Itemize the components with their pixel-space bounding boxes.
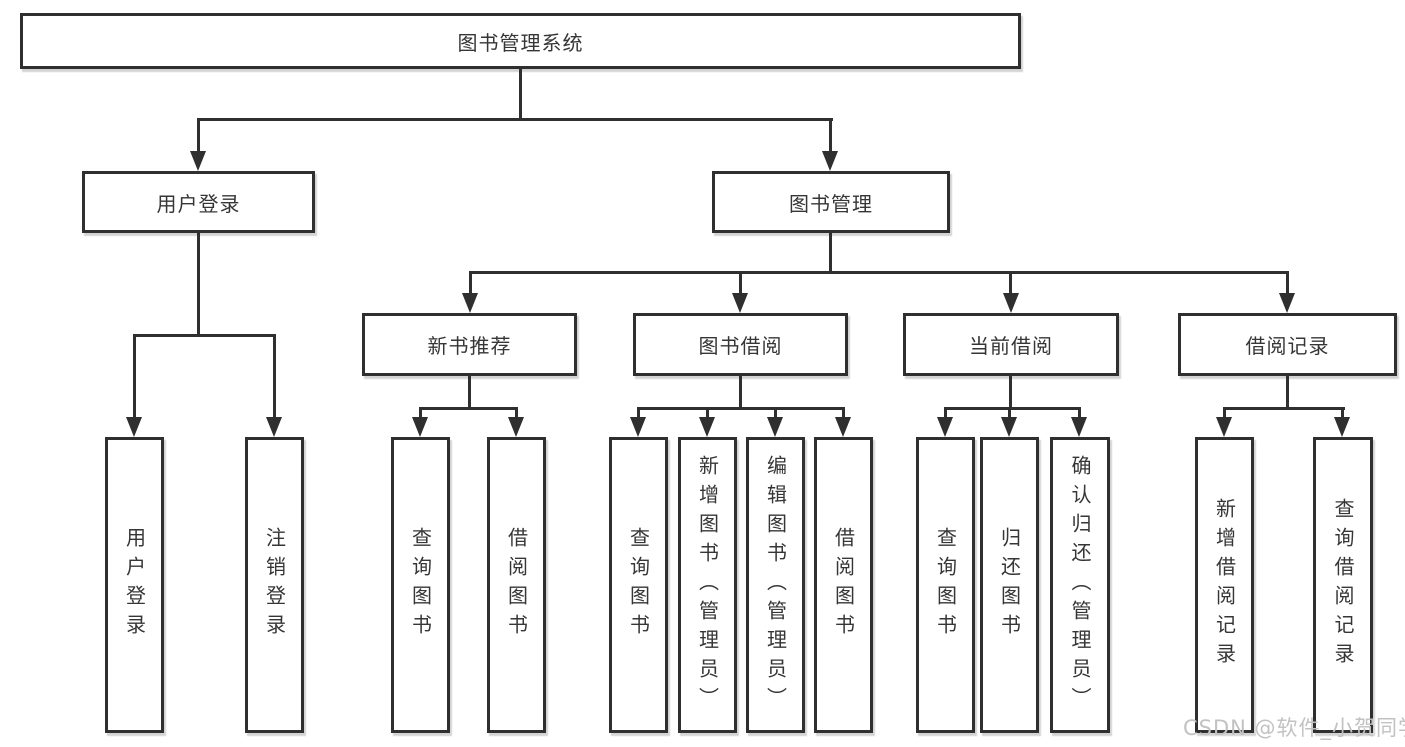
connector-drop-leaf [706,407,709,417]
leaf-query-books: 查询图书 [916,437,975,733]
connector-drop-leaf [842,407,845,417]
arrow-down-icon [1071,417,1087,437]
arrow-down-icon [1334,417,1350,437]
node-label: 新书推荐 [427,334,512,358]
leaf-query-books: 查询图书 [609,437,668,733]
connector-drop-leaf [515,407,518,417]
leaf-confirm-return-admin: 确认归还（管理员） [1050,437,1110,733]
connector-current-borrow-rail [944,407,1081,410]
connector-drop-leaf [944,407,947,417]
arrow-down-icon [190,151,206,171]
arrow-down-icon [835,417,851,437]
connector-borrow-record-rail [1223,407,1345,410]
csdn-watermark: CSDN @软件_小贺同学 [1183,716,1405,740]
leaf-label: 查询图书 [408,527,433,643]
arrow-down-icon [630,417,646,437]
leaf-label: 查询图书 [933,527,958,643]
leaf-label: 新增图书（管理员） [695,454,720,716]
connector-user-login-stub [197,233,200,334]
node-label: 图书管理系统 [457,30,584,55]
leaf-label: 确认归还（管理员） [1068,454,1092,716]
leaf-label: 用户登录 [122,527,147,643]
leaf-return-books: 归还图书 [980,437,1039,733]
leaf-label: 归还图书 [997,527,1022,643]
connector-drop-leaf [273,334,276,417]
node-user-login: 用户登录 [82,171,315,233]
node-label: 当前借阅 [969,334,1053,358]
arrow-down-icon [767,417,783,437]
leaf-edit-books-admin: 编辑图书（管理员） [746,437,805,733]
connector-drop-leaf [1341,407,1344,417]
leaf-query-borrow-record: 查询借阅记录 [1313,437,1373,733]
connector-drop-leaf [1008,407,1011,417]
connector-drop-leaf [1223,407,1226,417]
connector-drop-level3 [1009,271,1012,293]
arrow-down-icon [508,417,524,437]
node-new-book-recommendation: 新书推荐 [362,313,577,376]
connector-drop-leaf [133,334,136,417]
connector-drop-leaf [637,407,640,417]
connector-book-management-rail [469,271,1289,274]
connector-book-borrow-rail [637,407,845,410]
arrow-down-icon [1003,293,1019,313]
leaf-label: 借阅图书 [831,527,856,643]
leaf-label: 注销登录 [262,527,287,643]
connector-new-book-stub [468,376,471,408]
connector-drop-level3 [1286,271,1289,293]
node-current-borrowing: 当前借阅 [903,313,1119,376]
connector-new-book-rail [419,407,518,410]
connector-borrow-record-stub [1286,376,1289,408]
arrow-down-icon [1279,293,1295,313]
node-library-management-system: 图书管理系统 [20,13,1021,69]
connector-book-management-stub [829,233,832,272]
arrow-down-icon [126,417,142,437]
connector-drop-book-management [829,118,832,151]
leaf-add-borrow-record: 新增借阅记录 [1195,437,1254,733]
arrow-down-icon [412,417,428,437]
connector-drop-level3 [739,271,742,293]
leaf-query-books: 查询图书 [391,437,450,733]
connector-current-borrow-stub [1009,376,1012,408]
arrow-down-icon [1001,417,1017,437]
node-label: 图书管理 [789,191,873,216]
connector-drop-user-login [197,118,200,151]
arrow-down-icon [822,151,838,171]
connector-user-login-rail [133,334,276,337]
leaf-label: 查询借阅记录 [1331,498,1355,672]
arrow-down-icon [1216,417,1232,437]
leaf-label: 借阅图书 [504,527,529,643]
leaf-borrow-books: 借阅图书 [814,437,873,733]
leaf-label: 编辑图书（管理员） [763,454,788,716]
connector-root-stub [519,69,522,119]
connector-drop-leaf [419,407,422,417]
leaf-add-books-admin: 新增图书（管理员） [678,437,737,733]
connector-drop-level3 [469,271,472,293]
node-book-management: 图书管理 [712,171,950,233]
leaf-user-login: 用户登录 [105,437,164,733]
arrow-down-icon [266,417,282,437]
node-label: 借阅记录 [1245,334,1330,358]
node-label: 用户登录 [156,191,241,216]
leaf-label: 新增借阅记录 [1212,498,1237,672]
leaf-borrow-books: 借阅图书 [487,437,546,733]
connector-book-borrow-stub [739,376,742,408]
connector-drop-leaf [774,407,777,417]
connector-drop-leaf [1078,407,1081,417]
arrow-down-icon [732,293,748,313]
connector-root-rail [197,118,833,121]
arrow-down-icon [937,417,953,437]
leaf-label: 查询图书 [626,527,651,643]
node-book-borrowing: 图书借阅 [633,313,848,376]
node-borrowing-records: 借阅记录 [1178,313,1397,376]
node-label: 图书借阅 [698,334,783,358]
arrow-down-icon [699,417,715,437]
arrow-down-icon [462,293,478,313]
leaf-logout: 注销登录 [245,437,304,733]
